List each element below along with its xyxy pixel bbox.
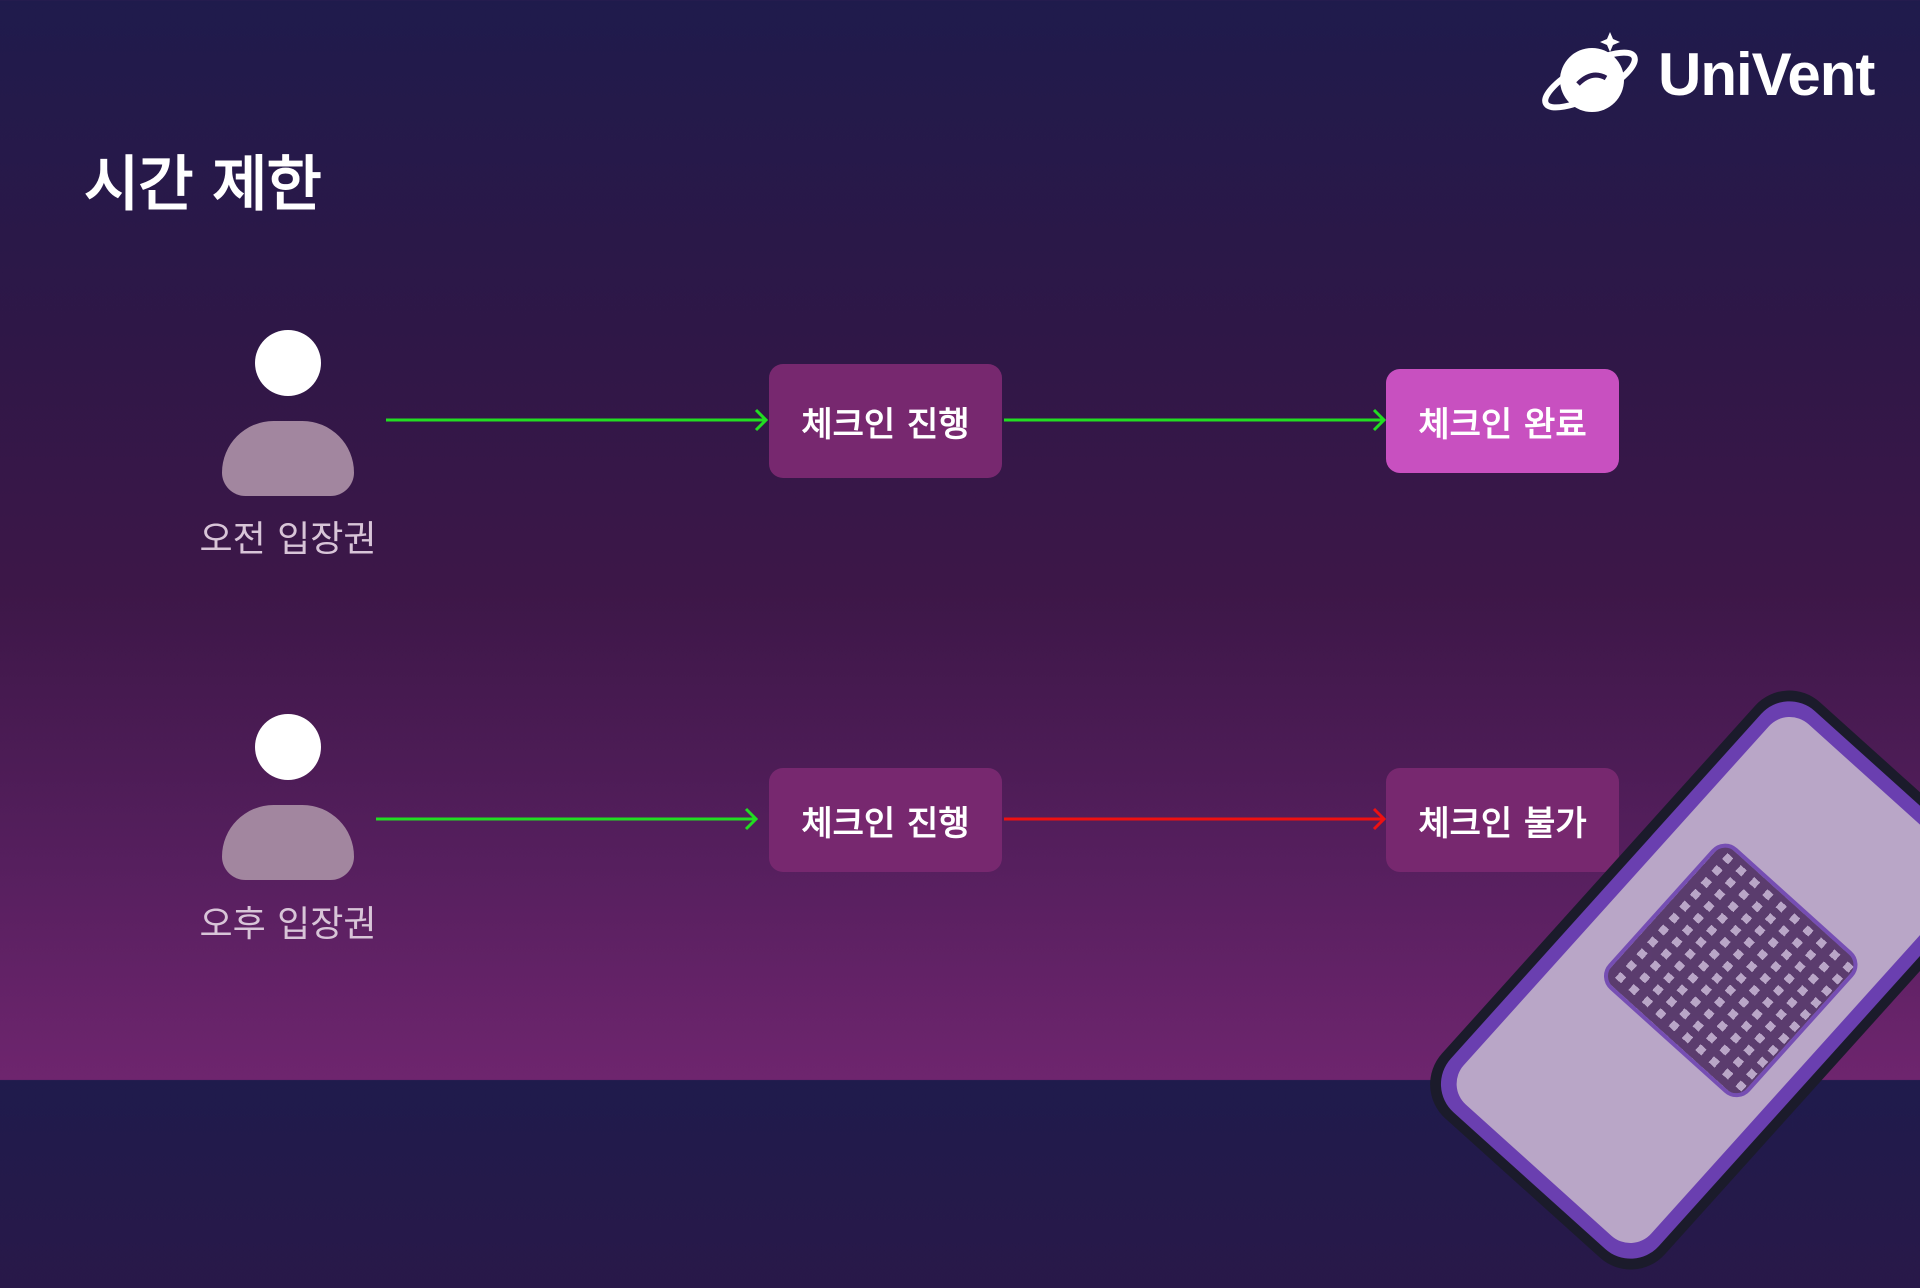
- checkin-progress-box: 체크인 진행: [769, 768, 1002, 872]
- arrow-right-icon: [1004, 408, 1387, 432]
- arrow-right-icon: [386, 408, 769, 432]
- logo-text: UniVent: [1658, 40, 1875, 108]
- ticket-label-afternoon: 오후 입장권: [199, 904, 377, 945]
- arrow-right-icon: [1004, 807, 1387, 831]
- checkin-denied-box: 체크인 불가: [1386, 768, 1619, 872]
- ticket-label-morning: 오전 입장권: [199, 519, 377, 560]
- checkin-progress-box: 체크인 진행: [769, 364, 1002, 478]
- univent-logo: UniVent: [1540, 28, 1875, 120]
- planet-logo-icon: [1542, 32, 1638, 112]
- checkin-complete-box: 체크인 완료: [1386, 369, 1619, 473]
- qr-code-image: [1596, 836, 1865, 1105]
- phone-mockup: [1411, 671, 1920, 1288]
- arrow-right-icon: [376, 807, 759, 831]
- page-title: 시간 제한: [84, 150, 322, 220]
